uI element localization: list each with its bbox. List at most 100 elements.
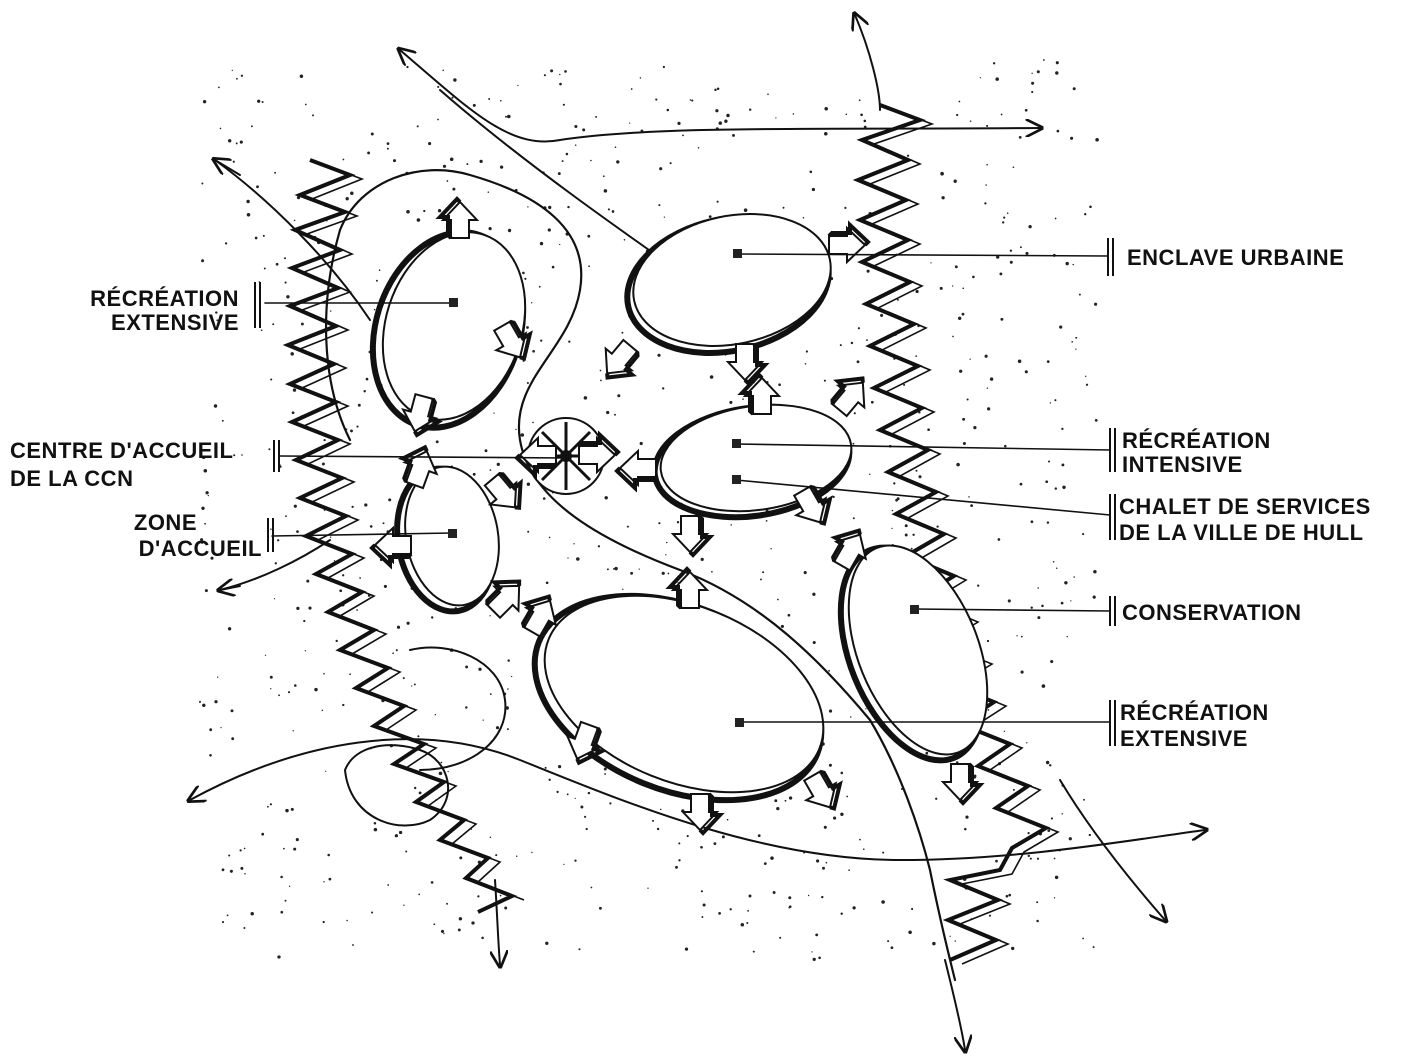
stipple-dot [419,791,422,794]
stipple-dot [500,165,503,168]
stipple-dot [563,864,564,865]
label-zone-accueil-line1: ZONE [134,510,197,535]
stipple-dot [296,530,299,533]
stipple-dot [1025,252,1028,255]
stipple-dot [627,526,629,528]
stipple-dot [1049,764,1051,766]
stipple-dot [998,538,1001,541]
stipple-dot [527,483,530,486]
stipple-dot [580,806,583,809]
stipple-dot [962,287,964,289]
stipple-dot [773,891,776,894]
stipple-dot [286,295,289,298]
stipple-dot [614,567,617,570]
stipple-dot [955,265,958,268]
stipple-dot [417,735,419,737]
stipple-dot [687,835,689,837]
stipple-dot [552,266,555,269]
stipple-dot [1010,250,1012,252]
stipple-dot [201,507,204,510]
stipple-dot [841,772,844,775]
stipple-dot [762,571,764,573]
stipple-dot [930,262,931,263]
stipple-dot [305,650,306,651]
stipple-dot [640,442,643,445]
stipple-dot [507,688,509,690]
stipple-dot [376,280,378,282]
stipple-dot [578,948,580,950]
stipple-dot [562,160,564,162]
stipple-dot [833,817,836,820]
stipple-dot [1026,742,1027,743]
stipple-dot [677,122,680,125]
stipple-dot [826,862,828,864]
stipple-dot [241,454,243,456]
stipple-dot [490,837,492,839]
stipple-dot [323,881,324,882]
stipple-dot [564,70,567,73]
stipple-dot [284,257,286,259]
stipple-dot [1071,341,1073,343]
stipple-dot [1031,82,1034,85]
stipple-dot [987,709,989,711]
stipple-dot [908,931,912,935]
stipple-dot [604,768,607,771]
stipple-dot [330,536,331,537]
stipple-dot [300,75,304,79]
stipple-dot [497,463,500,466]
stipple-dot [202,704,205,707]
stipple-dot [350,192,354,196]
stipple-dot [371,133,374,136]
stipple-dot [1070,600,1071,601]
stipple-dot [428,142,431,145]
stipple-dot [770,548,771,549]
stipple-dot [1046,761,1049,764]
stipple-dot [567,557,568,558]
stipple-dot [584,396,588,400]
stipple-dot [993,62,995,64]
stipple-dot [346,197,349,200]
stipple-dot [667,109,670,112]
stipple-dot [616,160,619,163]
stipple-dot [808,895,809,896]
stipple-dot [1028,832,1030,834]
stipple-dot [559,74,560,75]
label-recreation-intensive-line1: RÉCRÉATION [1122,428,1271,453]
stipple-dot [507,115,511,119]
stipple-dot [374,309,376,311]
stipple-dot [435,714,436,715]
stipple-dot [270,528,272,530]
stipple-dot [828,670,830,672]
stipple-dot [453,78,456,81]
stipple-dot [986,125,988,127]
stipple-dot [406,210,410,214]
stipple-dot [1010,261,1013,264]
stipple-dot [715,109,718,112]
stipple-dot [710,375,714,379]
stipple-dot [358,404,361,407]
stipple-dot [958,317,961,320]
stipple-dot [781,625,784,628]
stipple-dot [289,886,290,887]
stipple-dot [1047,360,1050,363]
stipple-dot [887,940,889,942]
stipple-dot [1054,399,1056,401]
stipple-dot [250,912,253,915]
stipple-dot [617,394,620,397]
stipple-dot [314,688,317,691]
stipple-dot [246,200,249,203]
stipple-dot [405,851,407,853]
label-centre-accueil-line2: DE LA CCN [10,466,133,491]
stipple-dot [806,350,808,352]
stipple-dot [1061,813,1062,814]
stipple-dot [285,809,288,812]
stipple-dot [701,890,703,892]
stipple-dot [574,125,577,128]
stipple-dot [473,473,476,476]
stipple-dot [346,920,348,922]
stipple-dot [323,673,325,675]
stipple-dot [1050,402,1051,403]
stipple-dot [1065,262,1068,265]
stipple-dot [774,799,777,802]
stipple-dot [1008,599,1011,602]
